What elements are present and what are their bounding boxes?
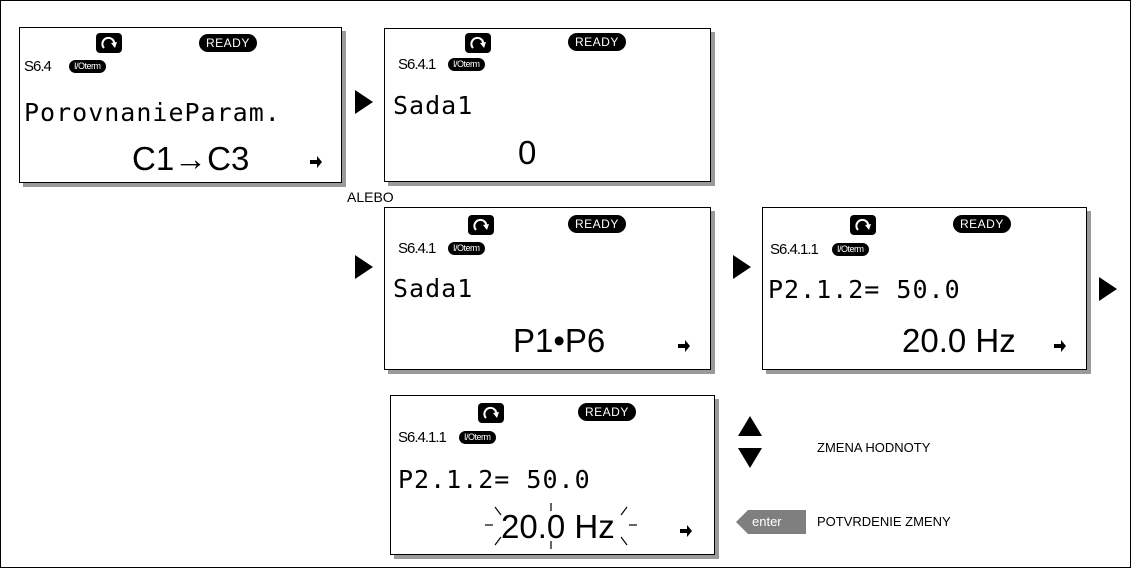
cursor-right-icon bbox=[310, 156, 322, 168]
rotation-arrow-icon bbox=[465, 33, 491, 53]
display-line-1: Sada1 bbox=[393, 91, 474, 120]
cursor-right-icon bbox=[680, 525, 692, 537]
menu-code: S6.4 bbox=[24, 58, 52, 75]
io-term-badge: I/Oterm bbox=[832, 243, 869, 256]
change-value-label: ZMENA HODNOTY bbox=[817, 440, 931, 455]
browser-down-key-icon bbox=[738, 448, 762, 468]
navigate-right-arrow bbox=[1099, 277, 1117, 301]
rotation-arrow-icon bbox=[478, 403, 504, 423]
status-badge-ready: READY bbox=[953, 215, 1011, 233]
enter-key-icon bbox=[736, 510, 806, 534]
enter-key-label: enter bbox=[752, 514, 782, 529]
io-term-badge: I/Oterm bbox=[448, 58, 485, 71]
status-badge-ready: READY bbox=[578, 403, 636, 421]
rotation-arrow-icon bbox=[468, 215, 494, 235]
display-line-2: P1•P6 bbox=[513, 322, 606, 359]
display-line-1: Sada1 bbox=[393, 274, 474, 303]
navigate-right-arrow bbox=[355, 255, 373, 279]
display-line-2-blinking: 20.0 Hz bbox=[501, 508, 615, 545]
alebo-label: ALEBO bbox=[347, 189, 394, 205]
browser-up-key-icon bbox=[738, 416, 762, 436]
keypad-display-panel-3: READY S6.4.1 I/Oterm Sada1 P1•P6 bbox=[384, 207, 711, 370]
keypad-display-panel-5: READY S6.4.1.1 I/Oterm P2.1.2= 50.0 20.0… bbox=[390, 395, 715, 555]
navigate-right-arrow bbox=[733, 255, 751, 279]
display-line-2: C1→C3 bbox=[132, 140, 250, 177]
menu-code: S6.4.1.1 bbox=[770, 241, 819, 258]
keypad-display-panel-4: READY S6.4.1.1 I/Oterm P2.1.2= 50.0 20.0… bbox=[762, 207, 1087, 370]
io-term-badge: I/Oterm bbox=[69, 60, 106, 73]
display-line-1: P2.1.2= 50.0 bbox=[398, 465, 591, 494]
menu-code: S6.4.1 bbox=[398, 240, 436, 257]
display-line-1: P2.1.2= 50.0 bbox=[768, 275, 961, 304]
confirm-change-label: POTVRDENIE ZMENY bbox=[817, 514, 951, 529]
navigate-right-arrow bbox=[355, 90, 373, 114]
cursor-right-icon bbox=[1054, 340, 1066, 352]
status-badge-ready: READY bbox=[199, 34, 257, 52]
display-line-2: 20.0 Hz bbox=[902, 322, 1016, 359]
display-line-2: 0 bbox=[518, 134, 537, 171]
menu-code: S6.4.1.1 bbox=[398, 429, 447, 446]
cursor-right-icon bbox=[678, 340, 690, 352]
io-term-badge: I/Oterm bbox=[459, 431, 496, 444]
display-line-1: PorovnanieParam. bbox=[24, 98, 281, 127]
blink-indicator-marks bbox=[485, 503, 637, 549]
keypad-display-panel-2: READY S6.4.1 I/Oterm Sada1 0 bbox=[384, 28, 711, 182]
keypad-display-panel-1: READY S6.4 I/Oterm PorovnanieParam. C1→C… bbox=[19, 27, 342, 183]
status-badge-ready: READY bbox=[568, 215, 626, 233]
menu-code: S6.4.1 bbox=[398, 56, 436, 73]
io-term-badge: I/Oterm bbox=[448, 242, 485, 255]
status-badge-ready: READY bbox=[568, 33, 626, 51]
rotation-arrow-icon bbox=[96, 33, 122, 53]
rotation-arrow-icon bbox=[850, 215, 876, 235]
